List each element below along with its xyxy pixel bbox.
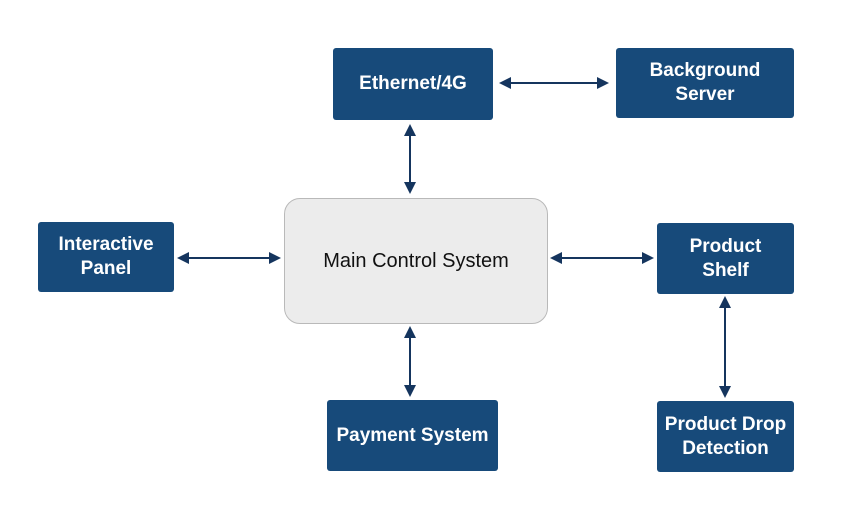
node-product-shelf: Product Shelf — [657, 223, 794, 294]
node-main-control-system: Main Control System — [284, 198, 548, 324]
node-background-server: Background Server — [616, 48, 794, 118]
node-product-drop-detection: Product Drop Detection — [657, 401, 794, 472]
node-interactive-panel: Interactive Panel — [38, 222, 174, 292]
node-ethernet-4g-label: Ethernet/4G — [359, 73, 467, 94]
node-interactive-panel-label: Interactive Panel — [58, 234, 154, 279]
node-payment-system: Payment System — [327, 400, 498, 471]
node-payment-system-label: Payment System — [336, 424, 489, 446]
node-ethernet-4g: Ethernet/4G — [333, 48, 493, 120]
node-background-server-label: Background Server — [649, 60, 761, 105]
node-product-drop-detection-label: Product Drop Detection — [664, 413, 787, 459]
node-product-shelf-label: Product Shelf — [689, 235, 762, 281]
node-main-control-system-label: Main Control System — [323, 249, 509, 272]
